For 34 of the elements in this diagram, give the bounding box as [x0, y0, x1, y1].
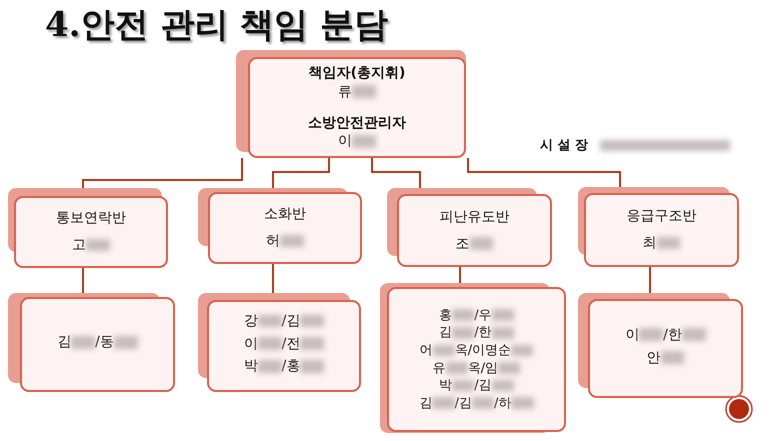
member-names: 홍 /우 [439, 306, 514, 324]
connector-line [272, 264, 274, 293]
member-names: 안 [646, 348, 684, 368]
member-names: 어 옥/이명순 [420, 342, 534, 360]
role-title: 소방안전관리자 [308, 114, 406, 132]
member-names: 김 /한 [439, 324, 514, 342]
member-names: 박 /김 [439, 377, 514, 395]
connector-line [459, 267, 461, 283]
person-name: 허 [266, 232, 304, 251]
member-names: 이 /전 [244, 334, 324, 354]
connector-line [82, 158, 243, 188]
person-name: 고 [72, 236, 110, 255]
team-title: 소화반 [264, 205, 306, 224]
person-name: 류 [338, 82, 376, 102]
member-names: 유 옥/임 [432, 360, 520, 378]
connector-line [371, 158, 421, 188]
team-title: 피난유도반 [440, 208, 510, 226]
connector-line [467, 158, 621, 187]
label-text: 시 설 장 [540, 137, 730, 155]
member-names: 강 /김 [244, 312, 324, 331]
member-names: 박 /홍 [244, 357, 324, 376]
page-title: 4.안전 관리 책임 분담 [45, 4, 388, 47]
member-names: 이 /한 [625, 326, 706, 344]
person-name: 이 [338, 132, 376, 152]
team-title: 응급구조반 [626, 207, 696, 226]
connector-line [649, 267, 651, 293]
connector-line [82, 268, 84, 293]
member-names: 김 /김 /하 [419, 394, 534, 412]
role-title: 책임자(총지휘) [308, 64, 406, 83]
connector-line [272, 158, 330, 188]
person-name: 최 [642, 234, 680, 253]
person-name: 조 [456, 234, 494, 254]
team-title: 통보연락반 [56, 209, 126, 228]
member-names: 김 /동 [57, 333, 138, 352]
